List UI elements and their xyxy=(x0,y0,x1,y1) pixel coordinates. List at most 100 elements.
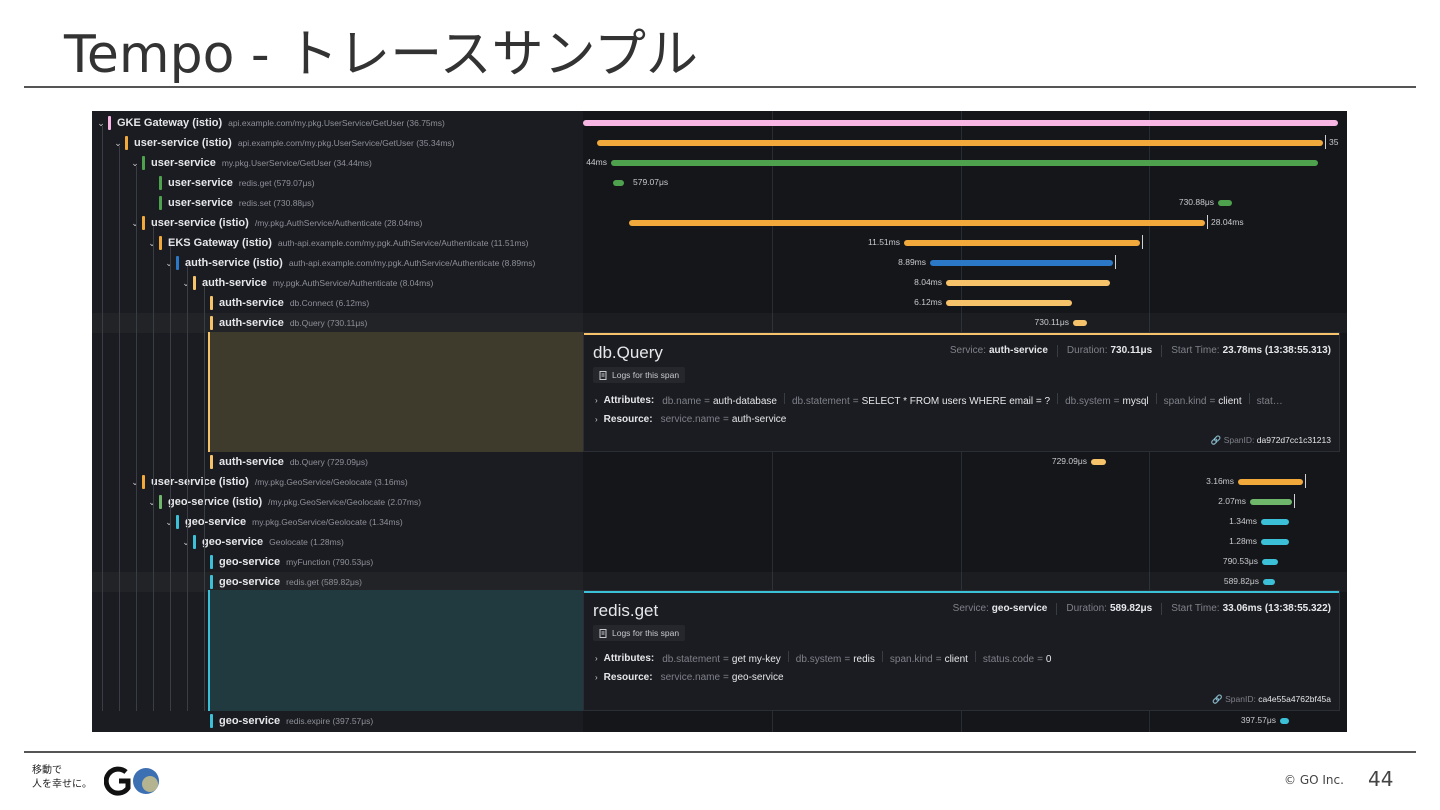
span-service-name: geo-service xyxy=(185,516,247,528)
span-bar[interactable] xyxy=(1261,519,1289,525)
resource-row[interactable]: › Resource: service.name=geo-service xyxy=(595,672,784,683)
span-bar[interactable] xyxy=(597,140,1323,146)
chevron-down-icon[interactable]: ⌄ xyxy=(131,217,139,228)
tree-guide-line xyxy=(187,266,188,711)
span-bar[interactable] xyxy=(904,240,1140,246)
span-bar[interactable] xyxy=(946,300,1072,306)
span-label[interactable]: ⌄GKE Gateway (istio)api.example.com/my.p… xyxy=(96,113,445,133)
service-value: geo-service xyxy=(991,603,1048,614)
span-bar[interactable] xyxy=(946,280,1110,286)
attribute-value: get my-key xyxy=(731,654,781,665)
span-bar[interactable] xyxy=(1262,559,1278,565)
resource-row[interactable]: › Resource: service.name=auth-service xyxy=(595,414,786,425)
span-bar[interactable] xyxy=(1250,499,1292,505)
span-service-name: geo-service xyxy=(219,715,281,727)
span-row[interactable]: ⌄user-service (istio)/my.pkg.GeoService/… xyxy=(92,472,1347,492)
span-bar[interactable] xyxy=(629,220,1205,226)
span-row[interactable]: ⌄user-service (istio)/my.pkg.AuthService… xyxy=(92,213,1347,233)
span-bar[interactable] xyxy=(611,160,1318,166)
span-bar[interactable] xyxy=(1261,539,1289,545)
chevron-down-icon[interactable]: ⌄ xyxy=(182,277,190,288)
span-label[interactable]: ⌄EKS Gateway (istio)auth-api.example.com… xyxy=(147,233,528,253)
span-bar[interactable] xyxy=(1263,579,1275,585)
chevron-right-icon[interactable]: › xyxy=(595,673,598,682)
span-row[interactable]: ⌄user-service (istio)api.example.com/my.… xyxy=(92,133,1347,153)
span-duration-label: 8.04ms xyxy=(914,277,942,287)
chevron-down-icon[interactable]: ⌄ xyxy=(97,117,105,128)
span-row[interactable]: ⌄GKE Gateway (istio)api.example.com/my.p… xyxy=(92,113,1347,133)
attribute-value: 0 xyxy=(1045,654,1052,665)
span-bar[interactable] xyxy=(613,180,624,186)
chevron-down-icon[interactable]: ⌄ xyxy=(114,137,122,148)
chevron-right-icon[interactable]: › xyxy=(595,653,598,663)
document-icon xyxy=(599,370,607,380)
span-label[interactable]: ⌄user-service (istio)/my.pkg.GeoService/… xyxy=(130,472,408,492)
service-color-marker xyxy=(176,256,179,270)
span-bar[interactable] xyxy=(1280,718,1289,724)
span-row[interactable]: ⌄geo-service (istio)/my.pkg.GeoService/G… xyxy=(92,492,1347,512)
span-bar[interactable] xyxy=(1073,320,1087,326)
span-label[interactable]: ⌄auth-service (istio)auth-api.example.co… xyxy=(164,253,535,273)
span-id-value: ca4e55a4762bf45a xyxy=(1258,694,1331,704)
chevron-down-icon[interactable]: ⌄ xyxy=(148,496,156,507)
span-operation: db.Query (729.09μs) xyxy=(289,457,368,467)
resource-key: service.name xyxy=(660,414,721,425)
logs-for-span-button[interactable]: Logs for this span xyxy=(593,367,686,383)
span-row[interactable]: ⌄EKS Gateway (istio)auth-api.example.com… xyxy=(92,233,1347,253)
duration-key: Duration: xyxy=(1066,345,1108,356)
span-service-name: auth-service xyxy=(219,297,284,309)
span-id[interactable]: 🔗 SpanID: ca4e55a4762bf45a xyxy=(1212,694,1331,705)
span-id[interactable]: 🔗 SpanID: da972d7cc1c31213 xyxy=(1211,435,1331,446)
span-label[interactable]: ⌄user-service (istio)/my.pkg.AuthService… xyxy=(130,213,422,233)
span-service-name: geo-service xyxy=(202,536,264,548)
span-bar[interactable] xyxy=(1218,200,1232,206)
chevron-right-icon[interactable]: › xyxy=(595,395,598,405)
chevron-down-icon[interactable]: ⌄ xyxy=(165,257,173,268)
chevron-down-icon[interactable]: ⌄ xyxy=(182,536,190,547)
service-color-marker xyxy=(142,475,145,489)
span-bar[interactable] xyxy=(583,120,1338,126)
chevron-right-icon[interactable]: › xyxy=(595,415,598,424)
span-bar[interactable] xyxy=(1091,459,1106,465)
span-bar[interactable] xyxy=(930,260,1113,266)
chevron-down-icon[interactable]: ⌄ xyxy=(165,516,173,527)
chevron-down-icon[interactable]: ⌄ xyxy=(148,237,156,248)
duration-key: Duration: xyxy=(1066,603,1107,614)
span-label[interactable]: ⌄geo-service (istio)/my.pkg.GeoService/G… xyxy=(147,492,421,512)
chevron-down-icon[interactable]: ⌄ xyxy=(131,476,139,487)
chevron-down-icon[interactable]: ⌄ xyxy=(131,157,139,168)
logs-for-span-button[interactable]: Logs for this span xyxy=(593,625,686,641)
span-row[interactable]: ⌄auth-service (istio)auth-api.example.co… xyxy=(92,253,1347,273)
service-color-marker xyxy=(125,136,128,150)
span-bar[interactable] xyxy=(1238,479,1303,485)
span-label[interactable]: ⌄user-service (istio)api.example.com/my.… xyxy=(113,133,455,153)
span-id-value: da972d7cc1c31213 xyxy=(1256,435,1331,445)
